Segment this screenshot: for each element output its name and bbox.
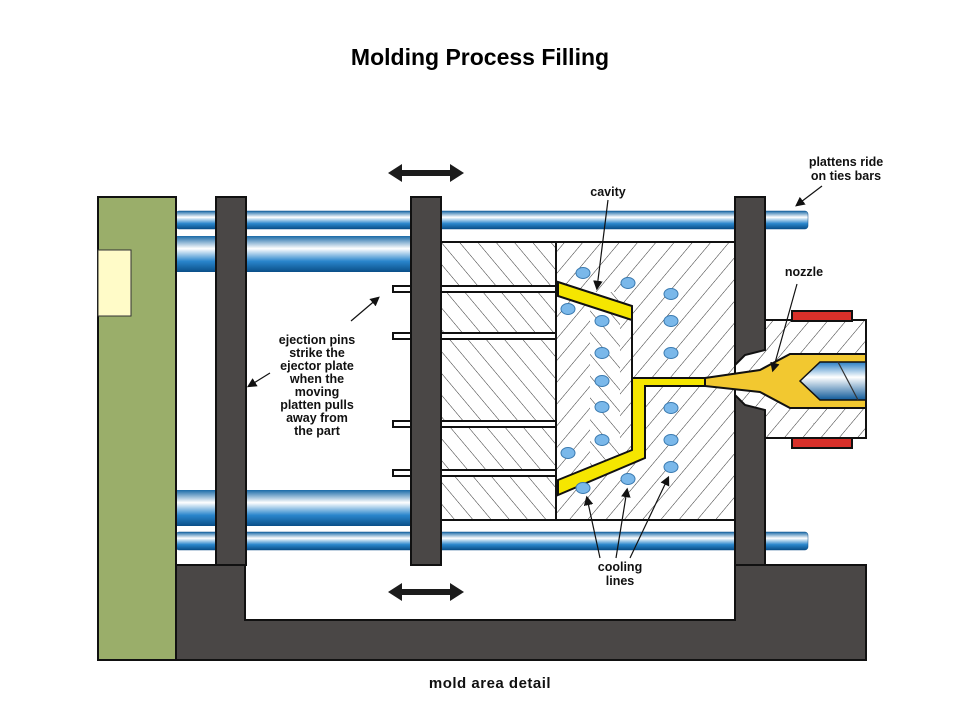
movement-arrow-top [388, 164, 464, 182]
label-plattens-1: plattens ride [809, 155, 883, 169]
svg-text:ejection pins: ejection pins [279, 333, 355, 347]
svg-text:when the: when the [289, 372, 344, 386]
light-panel [97, 249, 132, 317]
svg-text:ejector plate: ejector plate [280, 359, 354, 373]
label-nozzle: nozzle [785, 265, 823, 279]
caption: mold area detail [428, 675, 552, 692]
machine-base [175, 564, 867, 661]
moving-mold-half [440, 241, 612, 521]
tie-bars [175, 210, 809, 551]
label-plattens-2: on ties bars [811, 169, 881, 183]
moving-platen [410, 196, 442, 566]
label-ejection: ejection pins strike the ejector plate w… [279, 333, 355, 438]
heater-band-top [791, 310, 853, 322]
label-cooling-2: lines [606, 574, 635, 588]
svg-text:away from: away from [286, 411, 348, 425]
tie-bar-bottom [175, 531, 809, 551]
mold-cavity-part [557, 280, 706, 497]
page-title: Molding Process Filling [350, 44, 610, 70]
tie-bar-lower [176, 490, 416, 526]
tie-bar-top [175, 210, 809, 230]
cooling-lines [560, 267, 679, 494]
movement-arrow-bottom [388, 583, 464, 601]
svg-text:strike the: strike the [289, 346, 345, 360]
leader-lines [246, 185, 823, 559]
svg-text:the part: the part [294, 424, 341, 438]
label-cavity: cavity [590, 185, 625, 199]
ejector-plate [215, 196, 247, 566]
injection-nozzle [704, 310, 867, 449]
svg-text:platten pulls: platten pulls [280, 398, 354, 412]
svg-text:moving: moving [295, 385, 339, 399]
heater-band-bottom [791, 437, 853, 449]
label-cooling-1: cooling [598, 560, 642, 574]
tie-bar-upper [176, 236, 416, 272]
